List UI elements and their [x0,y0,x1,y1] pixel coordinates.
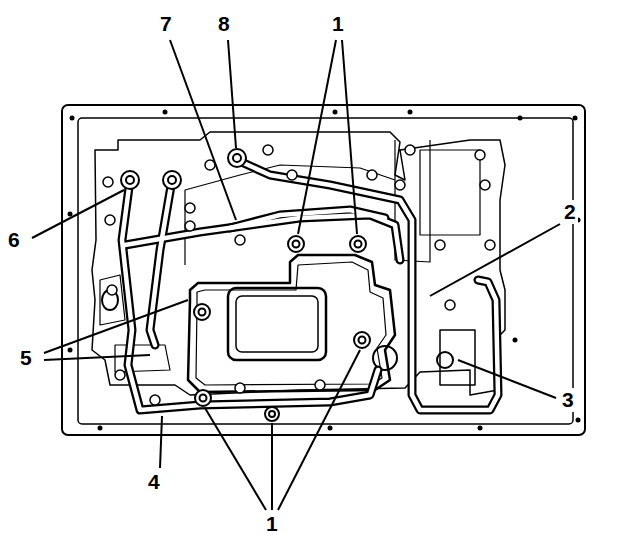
callout-number: 6 [6,228,22,252]
callout-number: 7 [158,12,174,36]
callout-number: 3 [560,388,576,412]
valve-body [92,132,505,395]
leader-lines [32,40,560,510]
callout-number: 4 [146,470,162,494]
callout-number: 1 [330,12,346,36]
oil-pan-plate [62,105,585,435]
filter [188,255,395,392]
callout-number: 8 [216,12,232,36]
callout-number: 1 [264,512,280,536]
callout-number: 2 [562,200,578,224]
callout-number: 5 [18,346,34,370]
